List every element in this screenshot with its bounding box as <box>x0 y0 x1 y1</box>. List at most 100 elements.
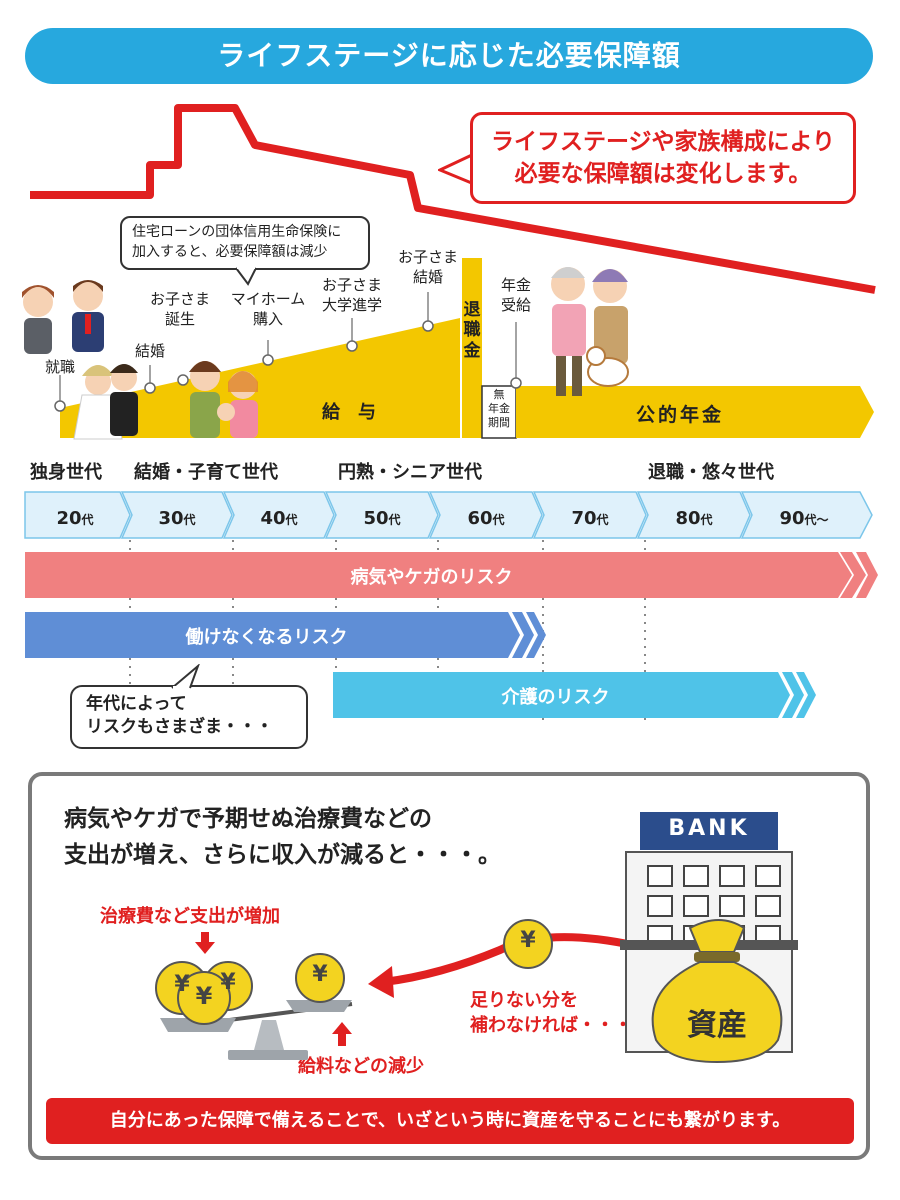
coin-moving-icon <box>503 919 553 969</box>
coverage-callout: ライフステージや家族構成により 必要な保障額は変化します。 <box>470 112 856 204</box>
retirement-label-3: 金 <box>463 340 481 361</box>
no-pension-label-1: 無 <box>493 388 505 401</box>
coins-left-icon <box>155 961 253 1025</box>
bank-sign: BANK <box>668 816 750 841</box>
salary-band <box>60 318 460 438</box>
callout-tail <box>438 152 475 186</box>
coin-left-symbol-2: ¥ <box>220 970 236 995</box>
age-70: 70代 <box>538 508 642 529</box>
risk-byoki-bar <box>25 552 878 598</box>
no-pension-label-2: 年金 <box>488 401 510 415</box>
age-30-unit: 代 <box>183 513 196 527</box>
loan-callout-line-1: 住宅ローンの団体信用生命保険に <box>132 224 342 240</box>
era-senior: 円熟・シニア世代 <box>338 462 482 483</box>
coin-right-symbol: ¥ <box>312 962 328 987</box>
age-20: 20代 <box>23 508 127 529</box>
event-daigaku-line-1: お子さま <box>321 276 382 294</box>
loan-callout-line-2: 加入すると、必要保障額は減少 <box>132 244 328 261</box>
event-nenkin-line-1: 年金 <box>500 276 531 294</box>
pension-band <box>516 386 874 438</box>
money-bag-icon <box>651 919 783 1064</box>
age-50-unit: 代 <box>388 513 401 527</box>
shortfall-label: 足りない分を 補わなければ・・・ <box>470 988 632 1038</box>
age-20-num: 20 <box>56 508 82 529</box>
age-40-num: 40 <box>260 508 286 529</box>
age-40-unit: 代 <box>285 513 298 527</box>
income-decrease-label: 給料などの減少 <box>298 1056 424 1077</box>
callout-line-2: 必要な保障額は変化します。 <box>514 161 812 187</box>
era-child-rearing: 結婚・子育て世代 <box>134 462 278 483</box>
risk-kaigo-label: 介護のリスク <box>501 687 610 708</box>
age-40: 40代 <box>227 508 331 529</box>
salary-label: 給 与 <box>322 402 376 423</box>
age-30-num: 30 <box>158 508 184 529</box>
risk-byoki-label: 病気やケガのリスク <box>350 567 513 588</box>
pension-label: 公的年金 <box>636 404 725 426</box>
age-70-num: 70 <box>571 508 597 529</box>
family-illustration <box>189 361 258 438</box>
event-tanjo-line-1: お子さま <box>149 290 210 308</box>
required-coverage-line <box>30 104 876 294</box>
shortfall-label-1: 足りない分を <box>470 990 578 1011</box>
event-kekkon: 結婚 <box>134 342 165 360</box>
age-20-unit: 代 <box>81 513 94 527</box>
age-risk-callout-line-2: リスクもさまざま・・・ <box>86 716 273 737</box>
event-kodomo-kekkon: お子さま 結婚 <box>386 248 470 287</box>
coin-left-symbol-3: ¥ <box>195 982 213 1010</box>
risk-hatarake-bar <box>25 612 546 658</box>
risk-hatarake-label: 働けなくなるリスク <box>185 627 348 648</box>
loan-callout: 住宅ローンの団体信用生命保険に 加入すると、必要保障額は減少 <box>120 216 370 270</box>
age-80-unit: 代 <box>700 513 713 527</box>
age-70-unit: 代 <box>596 513 609 527</box>
retirement-band <box>462 258 482 438</box>
event-myhome-line-2: 購入 <box>252 309 283 328</box>
panel-heading: 病気やケガで予期せぬ治療費などの 支出が増え、さらに収入が減ると・・・。 <box>64 802 501 873</box>
retirement-label-2: 職 <box>463 320 481 341</box>
age-50-num: 50 <box>363 508 389 529</box>
no-pension-label: 無 年金 期間 <box>482 388 516 429</box>
asset-label: 資産 <box>687 1008 747 1043</box>
conclusion-bar: 自分にあった保障で備えることで、いざという時に資産を守ることにも繋がります。 <box>46 1098 854 1144</box>
event-shushoku: 就職 <box>44 358 75 376</box>
age-risk-callout-line-1: 年代によって <box>86 694 187 714</box>
wedding-couple-illustration <box>73 364 138 440</box>
age-80: 80代 <box>642 508 746 529</box>
expense-increase-label: 治療費など支出が増加 <box>100 906 280 927</box>
age-50: 50代 <box>330 508 434 529</box>
senior-couple-illustration <box>551 267 629 396</box>
event-tanjo-line-2: 誕生 <box>164 309 195 328</box>
age-90-num: 90 <box>779 508 805 529</box>
callout-line-1: ライフステージや家族構成により <box>490 128 836 155</box>
event-daigaku: お子さま 大学進学 <box>310 276 394 315</box>
event-nenkin-line-2: 受給 <box>500 295 531 314</box>
age-risk-callout-tail <box>171 664 200 690</box>
panel-heading-line-1: 病気やケガで予期せぬ治療費などの <box>64 806 432 832</box>
no-pension-label-3: 期間 <box>488 415 510 429</box>
age-risk-callout: 年代によって リスクもさまざま・・・ <box>70 685 308 749</box>
page-title: ライフステージに応じた必要保障額 <box>25 28 873 84</box>
panel-heading-line-2: 支出が増え、さらに収入が減ると・・・。 <box>64 841 501 868</box>
event-tanjo: お子さま 誕生 <box>140 290 220 329</box>
expense-down-arrow <box>195 932 215 954</box>
age-timeline <box>24 491 873 539</box>
event-daigaku-line-2: 大学進学 <box>321 295 382 314</box>
age-60-unit: 代 <box>492 513 505 527</box>
young-workers-illustration <box>22 280 104 354</box>
age-90-unit: 代～ <box>804 513 829 527</box>
age-90: 90代～ <box>752 508 856 529</box>
coin-left-symbol-1: ¥ <box>174 972 190 997</box>
income-up-arrow <box>332 1022 352 1046</box>
event-kodomo-kekkon-line-1: お子さま <box>397 248 458 266</box>
coin-right-icon <box>295 953 345 1003</box>
age-80-num: 80 <box>675 508 701 529</box>
age-60-num: 60 <box>467 508 493 529</box>
event-myhome-line-1: マイホーム <box>230 290 306 308</box>
age-60: 60代 <box>434 508 538 529</box>
age-30: 30代 <box>125 508 229 529</box>
retirement-label: 退 職 金 <box>462 300 482 361</box>
loan-callout-tail <box>235 266 257 286</box>
event-nenkin: 年金 受給 <box>490 276 542 315</box>
risk-kaigo-bar <box>333 672 816 718</box>
